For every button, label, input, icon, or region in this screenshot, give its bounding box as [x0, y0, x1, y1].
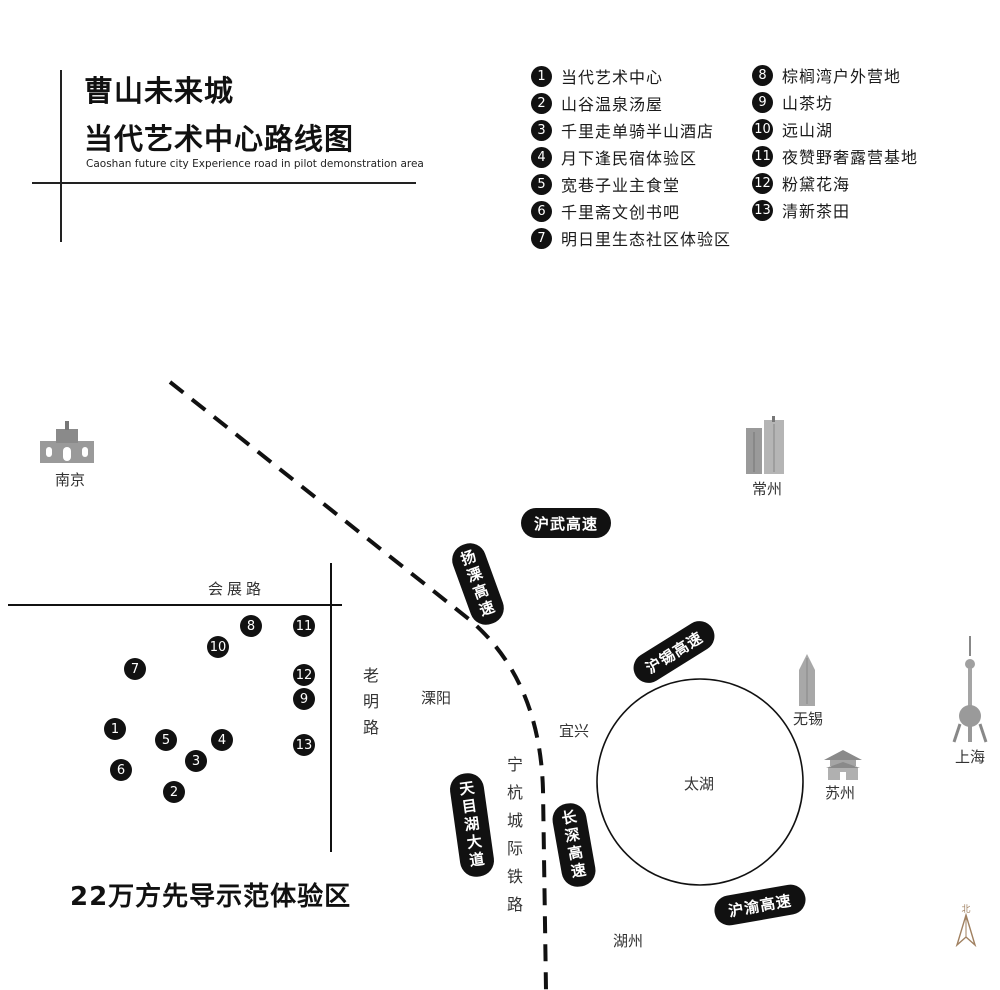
legend-item: 2 山谷温泉汤屋: [531, 91, 663, 115]
city-label-wuxi: 无锡: [793, 710, 824, 728]
legend-item: 7 明日里生态社区体验区: [531, 226, 731, 250]
legend-number: 4: [531, 146, 552, 168]
legend-number: 2: [531, 92, 552, 114]
title-vertical-rule: [60, 70, 62, 242]
legend-label: 清新茶田: [782, 202, 851, 221]
legend-label: 远山湖: [782, 121, 834, 140]
legend-label: 当代艺术中心: [561, 68, 664, 87]
site-marker-12[interactable]: 12: [293, 664, 315, 686]
legend-number: 3: [531, 119, 552, 141]
shanghai-pearl-tower-icon: [952, 636, 988, 743]
legend-label: 宽巷子业主食堂: [561, 176, 681, 195]
city-label-yixing: 宜兴: [559, 722, 590, 740]
site-marker-10[interactable]: 10: [207, 636, 229, 658]
site-marker-11[interactable]: 11: [293, 615, 315, 637]
demo-area-label: 22万方先导示范体验区: [70, 882, 352, 912]
legend-item: 3 千里走单骑半山酒店: [531, 118, 714, 142]
page-subtitle-en: Caoshan future city Experience road in p…: [86, 158, 424, 170]
legend-item: 6 千里斋文创书吧: [531, 199, 680, 223]
wuxi-tower-icon: [799, 654, 815, 706]
legend-number: 6: [531, 200, 552, 222]
road-label-huizhan: 会展路: [208, 580, 266, 598]
legend-item: 10 远山湖: [752, 117, 833, 141]
site-marker-3[interactable]: 3: [185, 750, 207, 772]
legend-label: 粉黛花海: [782, 175, 851, 194]
changzhou-tower-icon: [746, 416, 784, 474]
site-marker-13[interactable]: 13: [293, 734, 315, 756]
title-horizontal-rule: [32, 182, 416, 184]
highway-label-huwu: 沪武高速: [521, 508, 611, 538]
road-label-laoming: 老明路: [360, 667, 379, 745]
legend-label: 山谷温泉汤屋: [561, 95, 664, 114]
legend-item: 12 粉黛花海: [752, 171, 850, 195]
site-marker-1[interactable]: 1: [104, 718, 126, 740]
legend-label: 棕榈湾户外营地: [782, 67, 902, 86]
suzhou-pavilion-icon: [824, 750, 862, 780]
site-marker-5[interactable]: 5: [155, 729, 177, 751]
legend-label: 明日里生态社区体验区: [561, 230, 732, 249]
city-label-liyang: 溧阳: [421, 689, 452, 707]
legend-number: 5: [531, 173, 552, 195]
legend-item: 13 清新茶田: [752, 198, 850, 222]
legend-label: 月下逢民宿体验区: [561, 149, 698, 168]
city-label-nanjing: 南京: [55, 471, 86, 489]
legend-number: 8: [752, 64, 773, 86]
city-label-suzhou: 苏州: [825, 784, 856, 802]
legend-label: 千里斋文创书吧: [561, 203, 681, 222]
site-marker-6[interactable]: 6: [110, 759, 132, 781]
lake-label-taihu: 太湖: [684, 775, 715, 793]
site-marker-9[interactable]: 9: [293, 688, 315, 710]
legend-item: 8 棕榈湾户外营地: [752, 63, 901, 87]
compass-icon: 北: [955, 904, 977, 947]
legend-label: 千里走单骑半山酒店: [561, 122, 715, 141]
legend-number: 1: [531, 65, 552, 87]
legend-number: 13: [752, 199, 773, 221]
site-marker-7[interactable]: 7: [124, 658, 146, 680]
legend-label: 山茶坊: [782, 94, 834, 113]
site-marker-2[interactable]: 2: [163, 781, 185, 803]
site-marker-4[interactable]: 4: [211, 729, 233, 751]
page-title: 曹山未来城: [84, 74, 235, 108]
legend-number: 12: [752, 172, 773, 194]
legend-item: 4 月下逢民宿体验区: [531, 145, 697, 169]
legend-label: 夜赞野奢露营基地: [782, 148, 919, 167]
railway-label-ninghang: 宁杭城际铁路: [504, 756, 523, 924]
legend-number: 7: [531, 227, 552, 249]
city-label-changzhou: 常州: [752, 480, 783, 498]
nanjing-gate-icon: [40, 421, 94, 463]
legend-item: 11 夜赞野奢露营基地: [752, 144, 918, 168]
site-marker-8[interactable]: 8: [240, 615, 262, 637]
legend-number: 11: [752, 145, 773, 167]
city-label-shanghai: 上海: [955, 748, 986, 766]
page-title-secondary: 当代艺术中心路线图: [84, 122, 355, 156]
legend-item: 1 当代艺术中心: [531, 64, 663, 88]
legend-item: 5 宽巷子业主食堂: [531, 172, 680, 196]
city-label-huzhou: 湖州: [613, 932, 644, 950]
legend-number: 9: [752, 91, 773, 113]
legend-number: 10: [752, 118, 773, 140]
railway-line: [168, 380, 548, 990]
svg-text:北: 北: [961, 904, 970, 915]
legend-item: 9 山茶坊: [752, 90, 833, 114]
taihu-lake: [596, 678, 804, 886]
